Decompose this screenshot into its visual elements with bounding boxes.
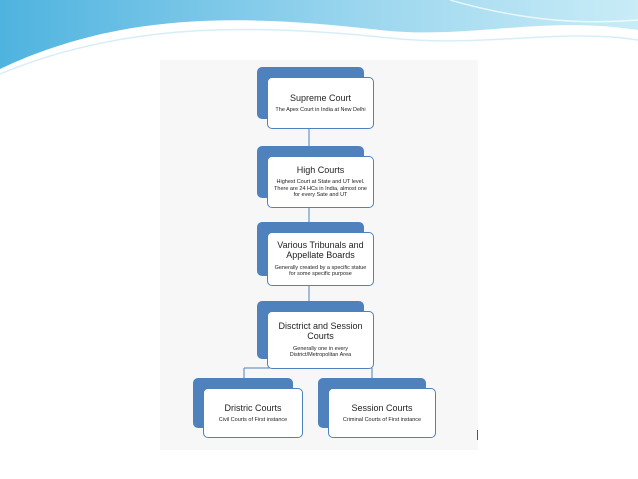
node-description: Highest Court at State and UT level. The… <box>274 179 367 199</box>
node-description: Generally one in every District/Metropol… <box>289 345 352 359</box>
node-dristric-courts: Dristric Courts Civil Courts of First in… <box>193 378 303 438</box>
node-title: Disctrict and Session Courts <box>278 321 363 342</box>
node-box: Supreme Court The Apex Court in India at… <box>267 77 374 129</box>
node-supreme-court: Supreme Court The Apex Court in India at… <box>257 67 374 129</box>
node-box: Disctrict and Session Courts Generally o… <box>267 311 374 369</box>
node-description: Generally created by a specific statue f… <box>274 264 367 278</box>
node-description: Civil Courts of First instance <box>218 416 288 423</box>
node-title: Session Courts <box>351 402 413 413</box>
node-box: Session Courts Criminal Courts of First … <box>328 388 436 438</box>
node-description: Criminal Courts of First instance <box>342 416 422 423</box>
text-cursor <box>477 430 478 440</box>
node-description: The Apex Court in India at New Delhi <box>275 106 366 113</box>
node-district-session-courts: Disctrict and Session Courts Generally o… <box>257 301 374 369</box>
node-high-courts: High Courts Highest Court at State and U… <box>257 146 374 208</box>
node-title: Dristric Courts <box>224 402 282 413</box>
node-tribunals: Various Tribunals and Appellate Boards G… <box>257 222 374 286</box>
node-title: Various Tribunals and Appellate Boards <box>277 240 364 261</box>
node-box: Various Tribunals and Appellate Boards G… <box>267 232 374 286</box>
node-title: High Courts <box>296 164 345 175</box>
node-title: Supreme Court <box>289 92 352 103</box>
node-session-courts: Session Courts Criminal Courts of First … <box>318 378 436 438</box>
node-box: High Courts Highest Court at State and U… <box>267 156 374 208</box>
node-box: Dristric Courts Civil Courts of First in… <box>203 388 303 438</box>
